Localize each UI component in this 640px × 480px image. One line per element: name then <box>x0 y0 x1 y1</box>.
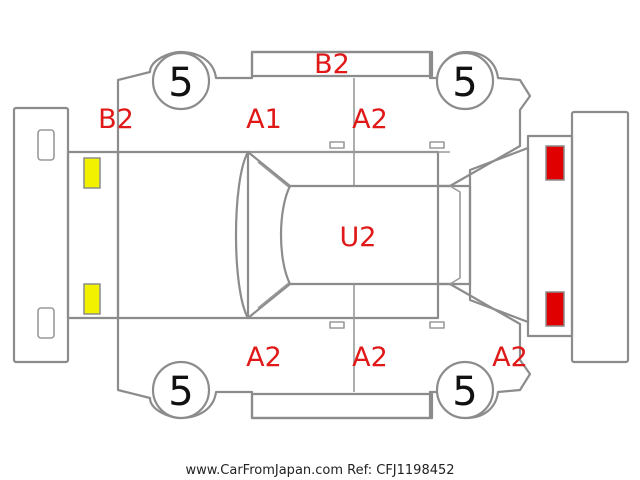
rear-window <box>436 184 472 286</box>
left-rear-door-handle <box>429 141 445 149</box>
front-bumper-lower-notch <box>37 307 55 339</box>
damage-code-roof: U2 <box>340 222 377 253</box>
hood <box>116 150 250 320</box>
damage-code-right-rear-door: A2 <box>352 342 388 373</box>
tire-front-left-number: 5 <box>168 60 193 106</box>
taillight-left <box>545 145 565 181</box>
roof-outer <box>234 150 440 320</box>
trunk-lid <box>468 146 530 324</box>
taillight-right <box>545 291 565 327</box>
tire-rear-left-number: 5 <box>452 60 477 106</box>
damage-code-left-front-door: A1 <box>246 104 282 135</box>
front-bumper <box>12 106 70 364</box>
damage-code-roof-rail-left: B2 <box>314 49 350 80</box>
damage-code-front-left-fender: B2 <box>98 104 134 135</box>
left-front-door-handle <box>329 141 345 149</box>
left-roof-rail <box>250 50 434 78</box>
rear-panel <box>526 134 574 338</box>
tire-front-right-number: 5 <box>168 369 193 415</box>
damage-code-left-rear-door: A2 <box>352 104 388 135</box>
right-front-door-handle <box>329 321 345 329</box>
rear-bumper <box>570 110 630 364</box>
windshield-pillars <box>257 161 291 309</box>
tire-rear-right: 5 <box>435 360 495 420</box>
damage-code-right-front-door: A2 <box>246 342 282 373</box>
headlight-right <box>83 283 101 315</box>
right-rear-door-handle <box>429 321 445 329</box>
front-bumper-upper-notch <box>37 129 55 161</box>
headlight-left <box>83 157 101 189</box>
damage-code-right-rear-quarter: A2 <box>492 342 528 373</box>
right-roof-rail <box>250 392 434 420</box>
tire-rear-left: 5 <box>435 51 495 111</box>
windshield-curve <box>279 184 292 286</box>
tire-front-left: 5 <box>151 51 211 111</box>
tire-rear-right-number: 5 <box>452 369 477 415</box>
rear-window-inner <box>449 185 461 285</box>
tire-front-right: 5 <box>151 360 211 420</box>
footer-reference: www.CarFromJapan.com Ref: CFJ1198452 <box>185 463 454 478</box>
